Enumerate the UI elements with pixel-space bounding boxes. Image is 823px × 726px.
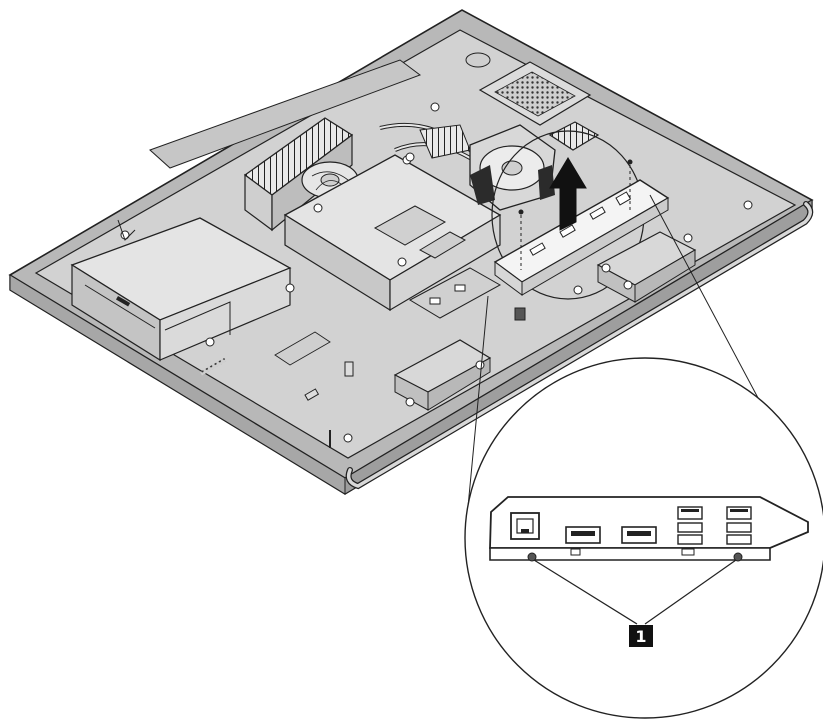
system-board-shield	[283, 154, 502, 312]
screw-closeup-right	[733, 552, 743, 562]
stacked-usb-port-icon	[677, 506, 703, 556]
callout-line-right	[644, 559, 737, 625]
ethernet-port-icon	[510, 512, 540, 540]
zoom-leader-left	[465, 295, 489, 529]
callout-label: 1	[629, 625, 653, 647]
io-bracket	[493, 159, 670, 296]
memory-module	[465, 52, 592, 126]
cpu-fan	[469, 124, 556, 211]
connectors	[408, 267, 526, 321]
lift-arrow	[549, 157, 587, 231]
heat-pipes	[379, 102, 507, 184]
stacked-usb-port-icon	[726, 506, 752, 545]
chassis-details	[117, 219, 354, 448]
speaker-left	[393, 339, 492, 411]
magnified-detail	[464, 357, 823, 719]
usb-port-icon	[565, 526, 601, 556]
callout-line-left	[533, 559, 638, 625]
chipset-heatsink	[548, 121, 600, 151]
usb-port-icon	[621, 526, 657, 544]
chassis-screws	[120, 152, 753, 443]
optical-drive	[70, 217, 292, 362]
screw-closeup-left	[527, 552, 537, 562]
speaker-right	[596, 231, 697, 303]
